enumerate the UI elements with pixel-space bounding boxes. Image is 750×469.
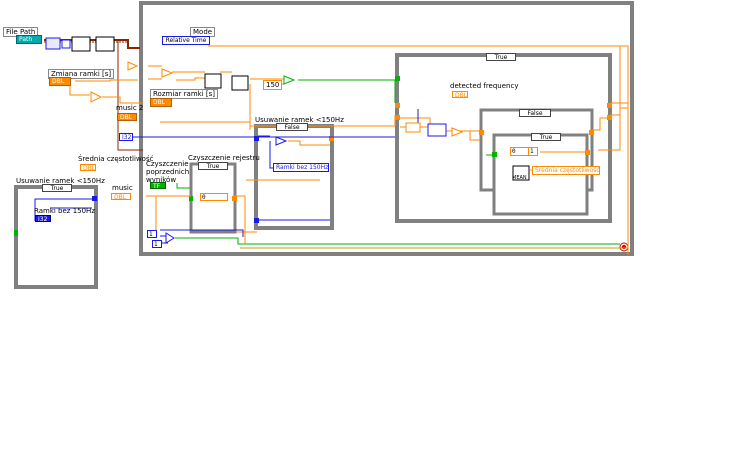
srednia-left-label: Średnia częstotliwość <box>78 155 154 163</box>
zmiana-ramki-terminal[interactable]: DBL <box>49 77 71 86</box>
left-case-structure[interactable] <box>14 185 98 289</box>
ramki-bez-left-terminal[interactable]: I32 <box>35 215 51 223</box>
build-array-node[interactable] <box>427 123 447 137</box>
rozmiar-ramki-label: Rozmiar ramki [s] <box>150 89 218 99</box>
music-label: music <box>112 184 133 192</box>
i32-terminal[interactable]: I32 <box>119 133 133 141</box>
detected-frequency-terminal[interactable]: DBL <box>452 91 468 99</box>
file-path-terminal[interactable]: Path <box>16 35 42 44</box>
case-selector-left[interactable]: True <box>42 184 72 192</box>
ramki-bez-mid-indicator: Ramki bez 150Hz <box>273 163 329 172</box>
music-terminal[interactable]: DBL <box>111 193 131 201</box>
mean-node[interactable] <box>512 165 530 181</box>
read-file-node[interactable] <box>71 36 91 52</box>
multiply-node-2[interactable] <box>90 91 103 103</box>
detected-frequency-label: detected frequency <box>450 82 519 90</box>
czyszczenie-wynikow-label: Czyszczenie poprzednich wyników <box>146 160 190 184</box>
tone-measure-node[interactable] <box>231 75 249 91</box>
compare-node[interactable] <box>283 75 296 85</box>
inner-one-constant[interactable]: 1 <box>528 147 538 156</box>
case-selector-mid[interactable]: False <box>276 123 308 131</box>
case-selector-czyszczenie[interactable]: True <box>198 162 228 170</box>
usuwanie-left-label: Usuwanie ramek <150Hz <box>16 177 105 185</box>
czyszczenie-zero-constant[interactable]: 0 <box>200 193 228 201</box>
zmiana-ramki-label: Zmiana ramki [s] <box>48 69 115 79</box>
loop-stop-terminal[interactable] <box>619 242 629 252</box>
music2-terminal[interactable]: DBL <box>117 113 137 121</box>
mode-ring-control[interactable]: Relative Time <box>162 36 210 45</box>
function-nodes[interactable] <box>45 36 530 244</box>
mean-node-label: MEAN <box>512 175 527 181</box>
index-node[interactable] <box>61 39 71 49</box>
case-selector-inner-false[interactable]: False <box>519 109 551 117</box>
czyszczenie-terminal[interactable]: TF <box>150 182 166 190</box>
compare-node-mid[interactable] <box>275 136 288 146</box>
case-selector-inner-true[interactable]: True <box>531 133 561 141</box>
divide-node[interactable] <box>161 68 174 78</box>
multiply-node[interactable] <box>127 61 139 71</box>
add-node[interactable] <box>165 232 175 244</box>
music2-label: music 2 <box>116 104 144 112</box>
waveform-node[interactable] <box>95 36 115 52</box>
index-array-node[interactable] <box>451 127 464 137</box>
wires <box>34 39 629 255</box>
czyszczenie-rejestru-label: Czyszczenie rejestru <box>188 154 260 162</box>
waveform-subset-node[interactable] <box>204 73 222 89</box>
ramki-bez-left-label: Ramki bez 150Hz <box>34 207 95 215</box>
srednia-right-indicator: Średnia częstotliwość <box>532 166 600 175</box>
case-selector-big[interactable]: True <box>486 53 516 61</box>
srednia-left-terminal[interactable]: DBL <box>80 164 96 172</box>
constant-one[interactable]: 1 <box>147 230 157 238</box>
inner-zero-constant[interactable]: 0 <box>510 147 530 156</box>
usuwanie-mid-label: Usuwanie ramek <150Hz <box>255 116 344 124</box>
rozmiar-ramki-terminal[interactable]: DBL <box>150 98 172 107</box>
open-file-node[interactable] <box>45 37 61 50</box>
array-node[interactable] <box>405 122 421 133</box>
constant-150[interactable]: 150 <box>263 80 283 90</box>
constant-one-b[interactable]: 1 <box>152 240 162 248</box>
